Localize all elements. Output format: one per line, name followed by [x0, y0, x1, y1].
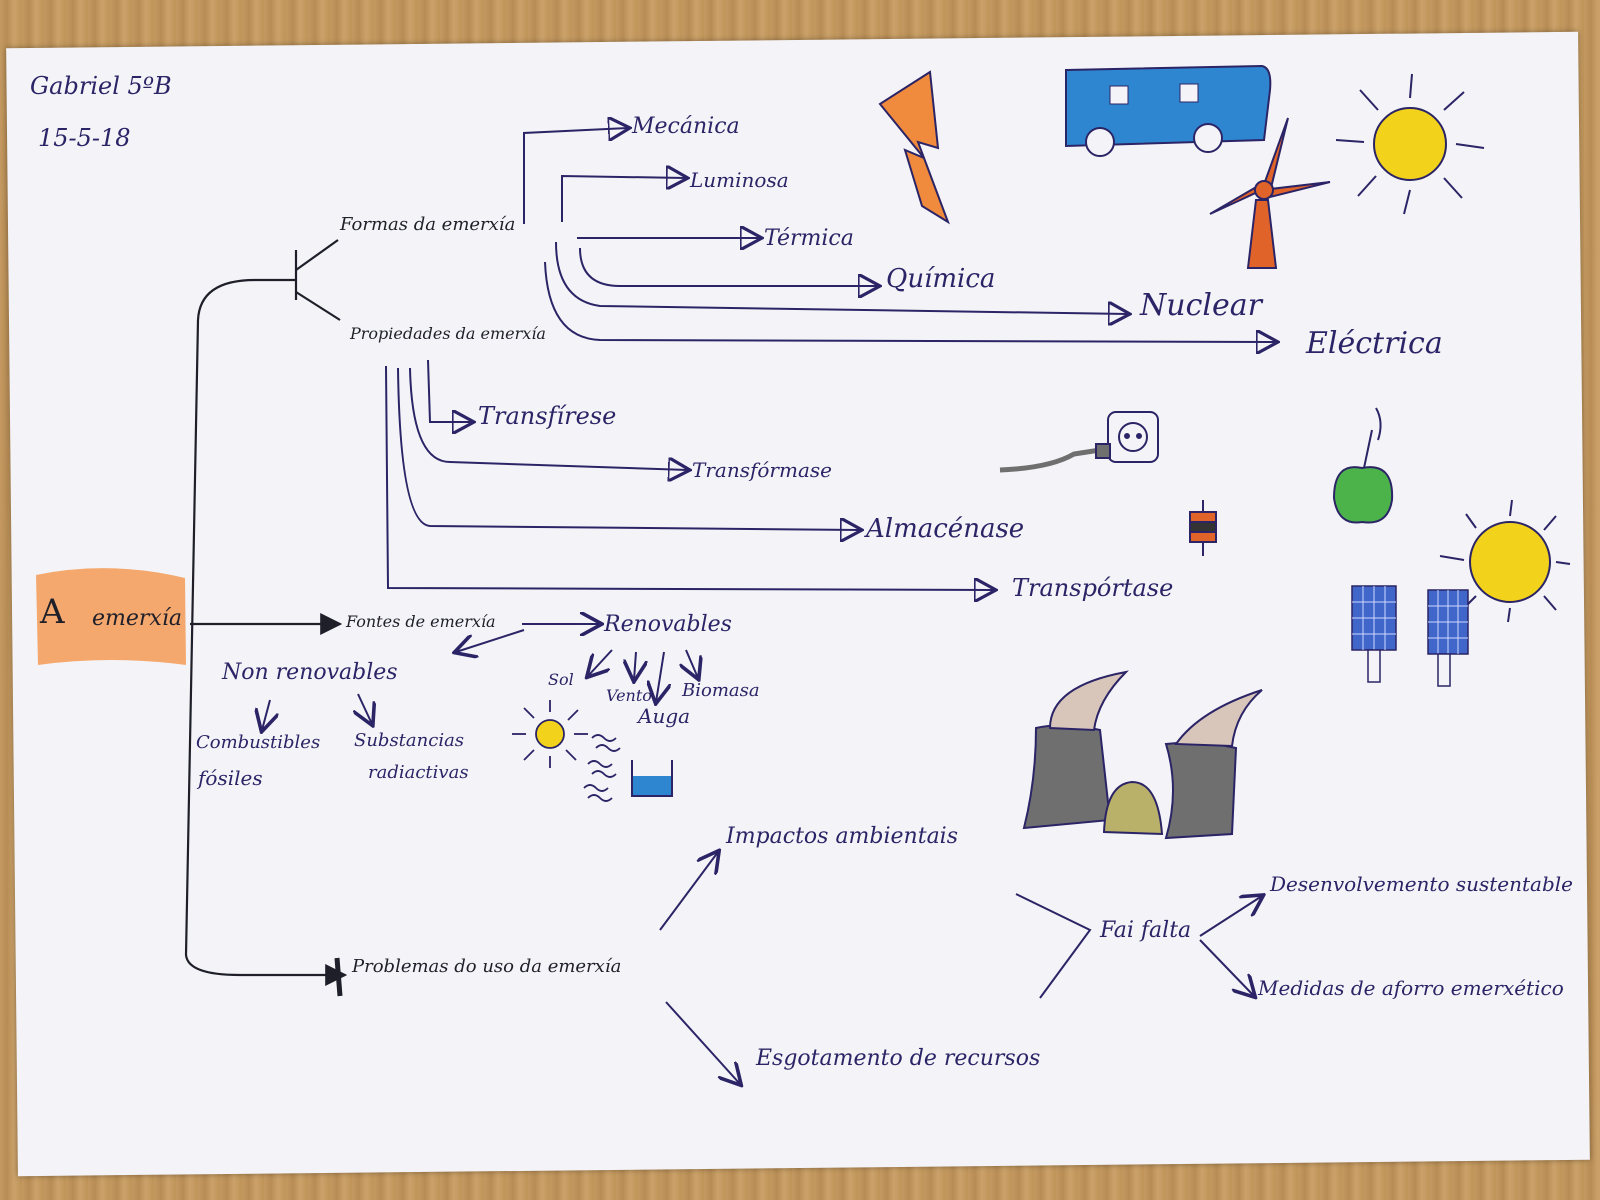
root-word: emerxía — [92, 606, 182, 631]
substancias-line1: Substancias — [354, 730, 465, 751]
renovable-sol: Sol — [548, 670, 574, 689]
battery-icon — [1189, 500, 1217, 556]
author-name: Gabriel 5ºB — [30, 72, 172, 100]
problemas-label: Problemas do uso da emerxía — [352, 956, 622, 977]
combustibles-line2: fósiles — [198, 766, 263, 790]
propiedade-transformase: Transfórmase — [692, 458, 832, 482]
renovables-label: Renovables — [604, 612, 732, 637]
wind-turbine-icon — [1209, 117, 1331, 269]
forma-luminosa: Luminosa — [690, 168, 789, 192]
forma-electrica: Eléctrica — [1306, 326, 1443, 361]
forma-termica: Térmica — [764, 226, 854, 251]
formas-lines — [523, 128, 1276, 342]
propiedade-almacenase: Almacénase — [866, 514, 1025, 544]
propiedades-lines — [385, 359, 994, 590]
combustibles-line1: Combustibles — [196, 732, 321, 753]
plug-socket-icon — [999, 411, 1159, 473]
sun-icon — [1439, 499, 1571, 623]
forma-quimica: Química — [886, 264, 996, 294]
wind-waves-icon — [583, 734, 621, 802]
fai-falta: Fai falta — [1100, 918, 1192, 943]
esgotamento-recursos: Esgotamento de recursos — [756, 1046, 1041, 1071]
root-highlight — [36, 568, 186, 665]
propiedade-transfirese: Transfírese — [478, 402, 617, 430]
medidas-aforro: Medidas de aforro emerxético — [1258, 976, 1564, 1000]
renovable-auga: Auga — [638, 704, 691, 728]
power-plant-icon — [1022, 670, 1263, 840]
date: 15-5-18 — [38, 124, 131, 152]
forma-mecanica: Mecánica — [632, 114, 740, 139]
renovable-biomasa: Biomasa — [682, 680, 760, 701]
water-tank-icon — [631, 760, 673, 797]
solar-panel-icon — [1351, 585, 1469, 687]
renovable-vento: Vento — [606, 686, 652, 705]
propiedades-label: Propiedades da emerxía — [350, 324, 546, 343]
bus-icon — [1065, 64, 1272, 157]
propiedade-transportase: Transpórtase — [1012, 574, 1174, 602]
fontes-label: Fontes de emerxía — [346, 612, 496, 631]
formas-label: Formas da emerxía — [340, 214, 516, 235]
desenvolvemento-sustentable: Desenvolvemento sustentable — [1270, 872, 1573, 896]
impactos-ambientais: Impactos ambientais — [726, 824, 959, 849]
root-letter: A — [40, 592, 65, 632]
lightning-icon — [878, 70, 950, 225]
non-renovables-label: Non renovables — [222, 660, 398, 685]
forma-nuclear: Nuclear — [1140, 288, 1262, 323]
trunk-lines — [184, 239, 348, 997]
apple-icon — [1332, 407, 1394, 524]
sun-icon — [512, 700, 588, 768]
sun-icon — [1335, 73, 1485, 215]
fontes-lines — [262, 624, 698, 730]
substancias-line2: radiactivas — [368, 762, 469, 783]
problemas-lines — [659, 852, 1262, 1084]
